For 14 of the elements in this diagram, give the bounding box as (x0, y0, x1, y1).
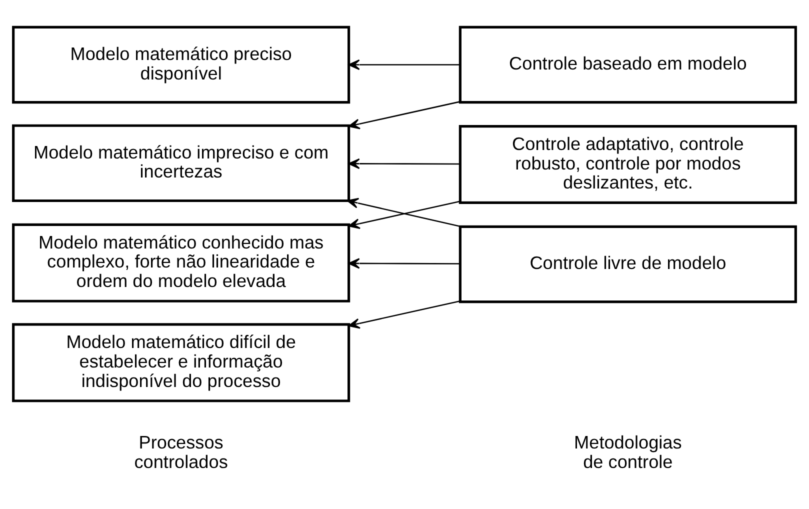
node-box: Controle adaptativo, controle robusto, controle por modos deslizantes, etc. (458, 124, 797, 204)
node-box: Controle livre de modelo (458, 225, 797, 304)
node-box: Controle baseado em modelo (458, 26, 797, 104)
arrow (348, 59, 460, 70)
arrow (348, 101, 460, 130)
arrow (348, 258, 460, 269)
node-box: Modelo matemático impreciso e com incertezas (12, 124, 350, 202)
arrow (348, 300, 460, 329)
node-box: Modelo matemático conhecido mas complexo, forte não linearidade e ordem do modelo elevada (12, 223, 350, 302)
arrow (348, 158, 460, 170)
label: Metodologias de controle (574, 432, 682, 472)
node-box: Modelo matemático preciso disponível (12, 26, 350, 104)
node-box: Modelo matemático difícil de estabelecer e informação indisponível do processo (12, 323, 350, 402)
label: Processos controlados (134, 432, 228, 472)
